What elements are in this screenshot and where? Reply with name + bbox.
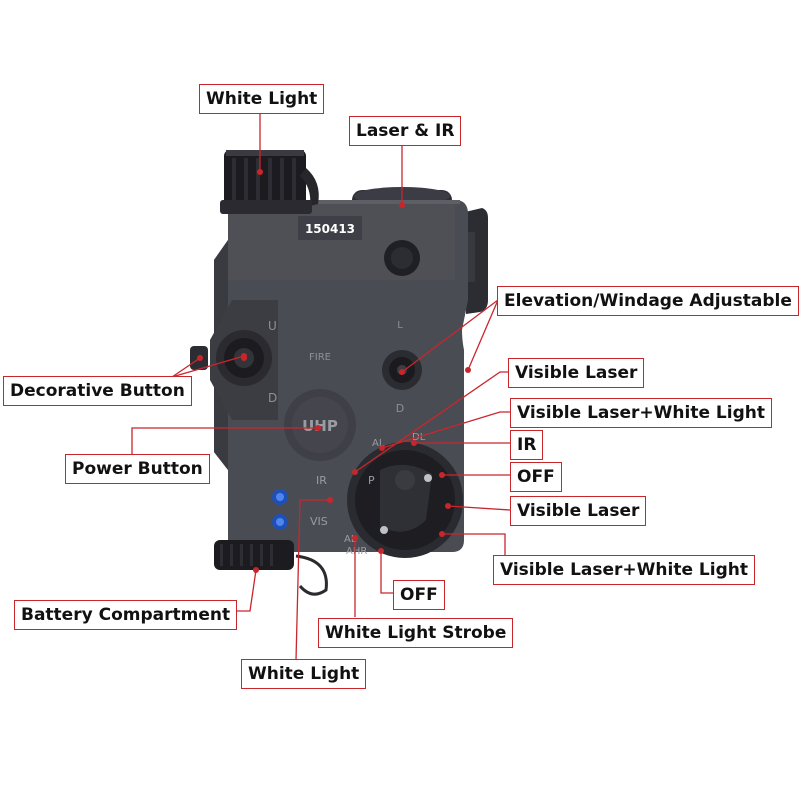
power-button-graphic: UHP <box>284 389 356 461</box>
leader-vlwl-2 <box>442 533 506 555</box>
marking-d2: D <box>396 402 404 415</box>
leader-vlwl-1 <box>381 411 510 449</box>
marking-ahr: AHR <box>346 546 367 557</box>
mode-selector-dial: P <box>347 442 463 558</box>
callout-visible-laser-white-light-1: Visible Laser+White Light <box>510 398 772 428</box>
marking-p: P <box>368 474 375 487</box>
marking-u: U <box>268 319 277 333</box>
white-light-head-top <box>220 150 319 214</box>
leader-visible-laser-1 <box>354 371 508 473</box>
side-adjuster: U D <box>190 300 278 420</box>
callout-decorative-button: Decorative Button <box>3 376 192 406</box>
callout-ir: IR <box>510 430 544 460</box>
blue-buttons <box>272 489 288 530</box>
leader-decorative-2 <box>171 357 201 378</box>
marking-vis: VIS <box>310 515 328 528</box>
leader-elevation-1 <box>467 299 499 371</box>
leader-white-light-bottom <box>295 499 330 661</box>
marking-l: L <box>397 320 403 331</box>
callout-elevation-windage: Elevation/Windage Adjustable <box>497 286 799 316</box>
mode-markings: IR VIS AL DL AL AHR <box>310 432 426 557</box>
marking-dl: DL <box>412 432 426 443</box>
marking-al: AL <box>372 438 385 449</box>
leader-decorative-1 <box>171 355 245 378</box>
leader-dots <box>197 169 471 573</box>
leader-elevation-2 <box>401 299 499 373</box>
leader-off-2 <box>380 551 393 594</box>
callout-white-light-top: White Light <box>199 84 325 114</box>
callout-laser-ir: Laser & IR <box>349 116 462 146</box>
marking-ir: IR <box>316 474 327 487</box>
callout-white-light-strobe: White Light Strobe <box>318 618 514 648</box>
marking-al2: AL <box>344 534 357 545</box>
callout-power-button: Power Button <box>65 454 210 484</box>
callout-white-light-bottom: White Light <box>241 659 367 689</box>
laser-knob <box>384 240 420 276</box>
leader-lines <box>131 112 511 661</box>
callout-visible-laser-white-light-2: Visible Laser+White Light <box>493 555 755 585</box>
callout-battery-compartment: Battery Compartment <box>14 600 238 630</box>
callout-off-2: OFF <box>393 580 445 610</box>
marking-fire: FIRE <box>309 352 331 363</box>
callout-off-1: OFF <box>510 462 562 492</box>
leader-visible-laser-2 <box>447 505 511 511</box>
callout-visible-laser-2: Visible Laser <box>510 496 647 526</box>
marking-d: D <box>268 391 277 405</box>
serial-plate: 150413 <box>298 216 362 240</box>
serial-number: 150413 <box>305 222 355 236</box>
battery-cap <box>214 540 328 596</box>
callout-visible-laser-1: Visible Laser <box>508 358 645 388</box>
